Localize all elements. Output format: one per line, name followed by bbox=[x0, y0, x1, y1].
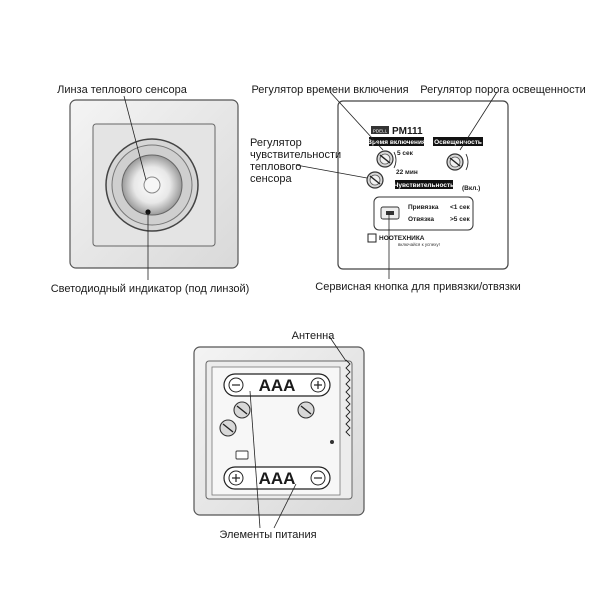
unbind-time: >5 сек bbox=[450, 216, 470, 223]
battery-top: AAA bbox=[223, 373, 331, 397]
bind-time: <1 сек bbox=[450, 204, 470, 211]
lens-center bbox=[143, 176, 161, 194]
board-button bbox=[235, 450, 249, 460]
antenna-coil bbox=[345, 359, 351, 437]
time-regulator-label: Регулятор времени включения bbox=[251, 84, 408, 96]
model-name: PM111 bbox=[392, 126, 423, 137]
unbind-label: Отвязка bbox=[408, 216, 434, 223]
antenna-label: Антенна bbox=[292, 330, 336, 342]
brand-slogan: включайся к успеху! bbox=[398, 241, 440, 247]
battery-bottom-label: AAA bbox=[259, 469, 296, 488]
time-min: 5 сек bbox=[397, 150, 414, 157]
sens-leader-line bbox=[295, 164, 368, 179]
light-threshold-label: Регулятор порога освещенности bbox=[420, 84, 586, 96]
board-knob-1 bbox=[233, 401, 251, 419]
battery-bottom: AAA bbox=[223, 466, 331, 490]
board-knob-3 bbox=[219, 419, 237, 437]
model-logo-box bbox=[371, 126, 389, 134]
front-view: Линза теплового сенсора Светодиодный инд… bbox=[51, 84, 250, 295]
time-knob[interactable] bbox=[376, 150, 394, 168]
light-arc-arrow-icon bbox=[465, 153, 469, 171]
board-knob-2 bbox=[297, 401, 315, 419]
time-arc-arrow-icon bbox=[393, 151, 397, 169]
battery-view: Антенна AAA AAA bbox=[193, 330, 365, 541]
sensitivity-knob[interactable] bbox=[366, 171, 384, 189]
time-leader-line bbox=[329, 91, 384, 151]
bind-label: Привязка bbox=[408, 204, 439, 211]
service-button-cap bbox=[386, 211, 394, 215]
service-button-label: Сервисная кнопка для привязки/отвязки bbox=[315, 281, 520, 293]
antenna-leader-line bbox=[328, 335, 347, 362]
time-max: 22 мин bbox=[396, 169, 418, 176]
light-leader-line bbox=[459, 91, 498, 151]
sens-tag: Чувствительность bbox=[394, 182, 454, 189]
light-tag: Освещенность bbox=[434, 139, 482, 146]
brand-logo-icon bbox=[367, 233, 377, 243]
sens-label-line2: чувствительности bbox=[250, 149, 341, 161]
battery-top-label: AAA bbox=[259, 376, 296, 395]
sens-label-line4: сенсора bbox=[250, 173, 293, 185]
light-knob[interactable] bbox=[446, 153, 464, 171]
power-label: Элементы питания bbox=[219, 529, 316, 541]
lens-leader-line bbox=[123, 95, 147, 181]
sens-label-line1: Регулятор bbox=[250, 137, 302, 149]
power-leader-line-top bbox=[249, 390, 261, 529]
model-logo: PDELL bbox=[373, 129, 388, 134]
sens-tag-box bbox=[395, 180, 453, 189]
led-label: Светодиодный индикатор (под линзой) bbox=[51, 283, 250, 295]
time-tag-box bbox=[369, 137, 424, 146]
sens-label-line3: теплового bbox=[250, 161, 301, 173]
light-tag-box bbox=[433, 137, 483, 146]
board-solder-point bbox=[330, 440, 334, 444]
time-tag: Время включения bbox=[367, 139, 426, 146]
power-leader-line-bottom bbox=[273, 483, 297, 529]
brand-name: НООТЕХНИКА bbox=[379, 235, 425, 242]
lens-label: Линза теплового сенсора bbox=[57, 84, 188, 96]
service-box bbox=[373, 196, 474, 231]
light-on: (Вкл.) bbox=[462, 185, 480, 192]
back-view: PDELL PM111 Время включения 5 сек 22 мин… bbox=[250, 84, 586, 293]
